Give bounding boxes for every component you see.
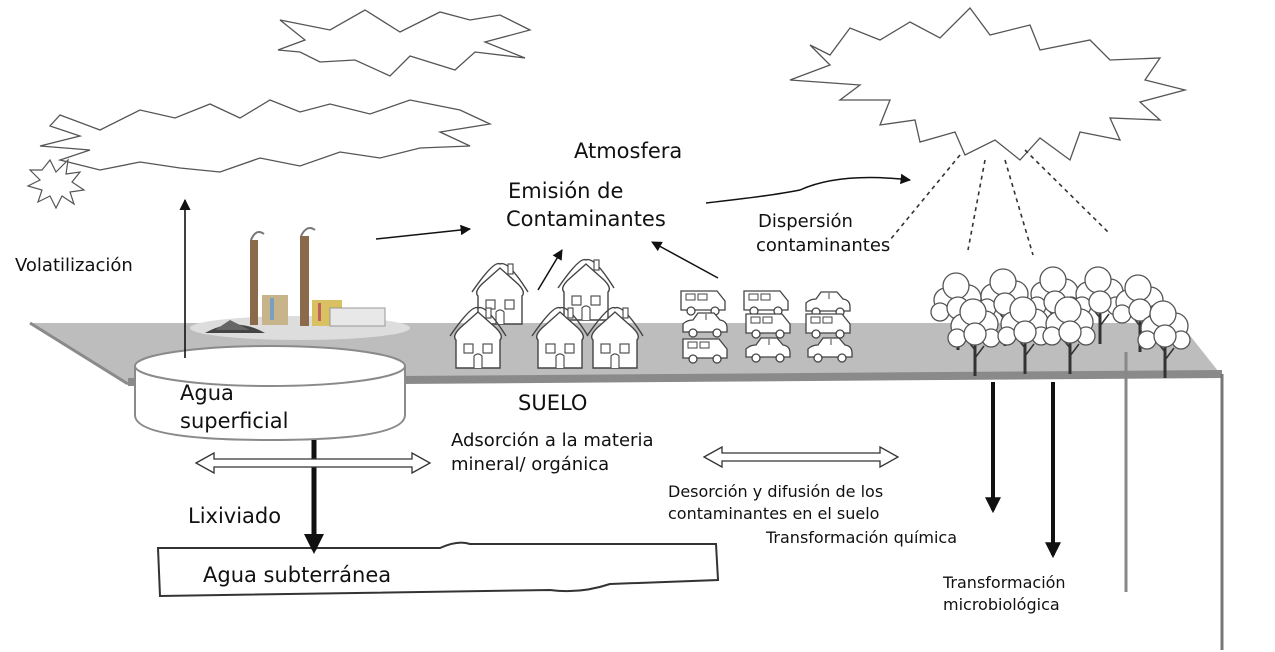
atmosphere-label: Atmosfera [574, 139, 682, 163]
desorption-label-line2: contaminantes en el suelo [668, 504, 879, 523]
houses-emission-arrow [537, 249, 563, 291]
volatilization-label: Volatilización [15, 255, 133, 276]
cloud-burst-icon [26, 158, 86, 210]
soil-label: SUELO [518, 391, 587, 415]
dispersion-arrow [705, 173, 912, 204]
factory-emission-arrow [375, 224, 472, 240]
cloud-burst-icon [39, 99, 493, 173]
factory-icon [190, 227, 410, 340]
dispersion-label-line2: contaminantes [756, 235, 890, 256]
vehicles-emission-arrow [651, 241, 719, 279]
emission-label-line1: Emisión de [508, 179, 623, 203]
dispersion-rays [889, 149, 1109, 256]
adsorption-double-arrow [194, 451, 432, 475]
microbiological-transformation-label-line1: Transformación [942, 573, 1066, 592]
sun-burst-icon [789, 7, 1188, 162]
groundwater-box [156, 541, 720, 598]
emission-label-line2: Contaminantes [506, 207, 666, 231]
adsorption-label-line2: mineral/ orgánica [451, 454, 609, 475]
microbiological-transformation-label-line2: microbiológica [943, 595, 1060, 614]
flow-arrows [179, 173, 1128, 592]
chemical-transformation-label: Transformación química [765, 528, 957, 547]
groundwater-label: Agua subterránea [203, 563, 391, 587]
surface-water-label-line2: superficial [180, 409, 288, 433]
dispersion-label-line1: Dispersión [758, 211, 853, 232]
adsorption-label-line1: Adsorción a la materia [451, 430, 654, 451]
desorption-double-arrow [702, 445, 900, 469]
desorption-label-line1: Desorción y difusión de los [668, 482, 883, 501]
cloud-burst-icon [277, 9, 532, 77]
surface-water-label-line1: Agua [180, 381, 234, 405]
vehicle-icon [680, 290, 853, 364]
surface-water-tank [134, 345, 406, 442]
leaching-label: Lixiviado [188, 504, 281, 528]
